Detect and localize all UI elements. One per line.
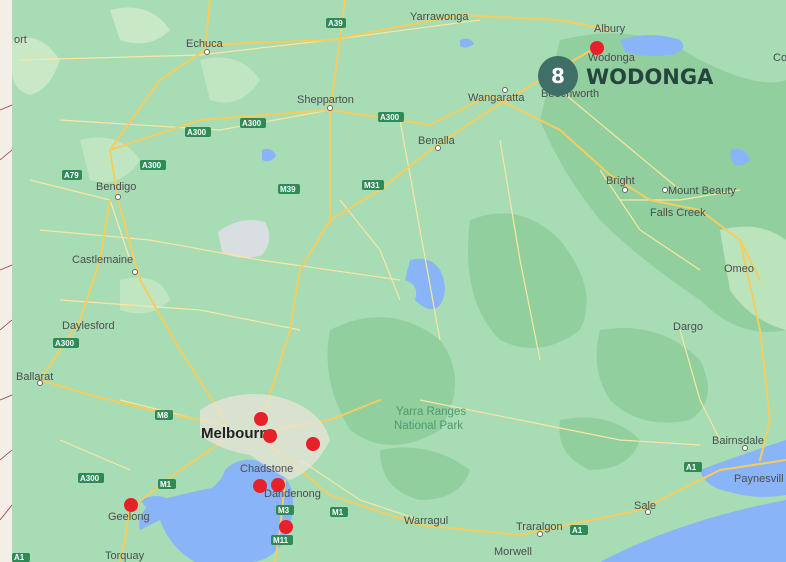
town-label-falls-creek: Falls Creek: [650, 207, 706, 219]
town-label-dargo: Dargo: [673, 321, 703, 333]
shield-a300-6: A300: [78, 473, 104, 483]
town-label-morwell: Morwell: [494, 546, 532, 558]
callout-number: 8: [551, 64, 565, 88]
town-label-echuca: Echuca: [186, 38, 224, 50]
callout-number-circle: [538, 56, 578, 96]
city-label-melbourne: Melbourne: [201, 425, 277, 442]
dry-lake: [218, 219, 270, 258]
town-dots: [37, 49, 748, 537]
callout-name: WODONGA: [586, 65, 714, 89]
shield-m31: M31: [362, 180, 384, 190]
town-label-wodonga: Wodonga: [588, 52, 636, 64]
marker-melbourne-4[interactable]: [253, 479, 267, 493]
svg-text:A300: A300: [380, 113, 400, 122]
marker-geelong[interactable]: [124, 498, 138, 512]
town-labels: ort Echuca Yarrawonga Albury Wodonga Co …: [14, 11, 786, 562]
town-label-mount-beauty: Mount Beauty: [668, 185, 736, 197]
marker-melbourne-1[interactable]: [254, 412, 268, 426]
svg-text:A300: A300: [55, 339, 75, 348]
location-markers: [124, 41, 604, 534]
marker-melbourne-2[interactable]: [263, 429, 277, 443]
svg-text:M1: M1: [160, 480, 172, 489]
town-label-albury: Albury: [594, 23, 626, 35]
shield-a1-b: A1: [570, 525, 588, 535]
town-label-co: Co: [773, 52, 786, 64]
town-label-wangaratta: Wangaratta: [468, 92, 525, 104]
shield-a79: A79: [62, 170, 82, 180]
town-label-paynesville: Paynesvill: [734, 473, 784, 485]
shield-a300-3: A300: [378, 112, 404, 122]
town-label-bright: Bright: [606, 175, 635, 187]
svg-text:M1: M1: [332, 508, 344, 517]
shield-a300-5: A300: [53, 338, 79, 348]
marker-melbourne-5[interactable]: [271, 478, 285, 492]
left-panel-strip: [0, 0, 12, 562]
town-label-torquay: Torquay: [105, 550, 145, 562]
svg-text:M8: M8: [157, 411, 169, 420]
shield-a300-1: A300: [185, 127, 211, 137]
minor-roads: [19, 19, 741, 521]
town-label-bendigo: Bendigo: [96, 181, 136, 193]
town-label-geelong: Geelong: [108, 511, 150, 523]
svg-text:A1: A1: [686, 463, 697, 472]
town-label-dandenong: Dandenong: [264, 488, 321, 500]
svg-text:A79: A79: [64, 171, 79, 180]
town-label-daylesford: Daylesford: [62, 320, 115, 332]
town-label-omeo: Omeo: [724, 263, 754, 275]
pale-land-patches: [80, 57, 786, 330]
shield-a1-a: A1: [684, 462, 702, 472]
svg-text:A300: A300: [80, 474, 100, 483]
svg-text:A300: A300: [187, 128, 207, 137]
town-label-benalla: Benalla: [418, 135, 456, 147]
road-shields: A39 A300 A300 A300 A300 A300 A300 A79 M3…: [12, 18, 702, 562]
shield-a39: A39: [326, 18, 346, 28]
wodonga-callout[interactable]: 8 WODONGA: [538, 56, 714, 96]
forest-areas: [12, 7, 786, 500]
marker-melbourne-3[interactable]: [306, 437, 320, 451]
svg-text:M39: M39: [280, 185, 296, 194]
shield-m39: M39: [278, 184, 300, 194]
shield-a300-4: A300: [140, 160, 166, 170]
svg-text:A1: A1: [14, 553, 25, 562]
shield-m11: M11: [271, 535, 293, 545]
shield-m1-b: M1: [330, 507, 348, 517]
town-label-chadstone: Chadstone: [240, 463, 293, 475]
svg-text:A300: A300: [142, 161, 162, 170]
svg-text:M31: M31: [364, 181, 380, 190]
marker-wodonga[interactable]: [590, 41, 604, 55]
svg-text:M11: M11: [273, 536, 289, 545]
town-label-yarrawonga: Yarrawonga: [410, 11, 469, 23]
town-label-warragul: Warragul: [404, 515, 448, 527]
shield-m3: M3: [276, 505, 294, 515]
town-label-port: ort: [14, 34, 27, 46]
park-label-line1: Yarra Ranges: [396, 406, 466, 418]
shield-m1-a: M1: [158, 479, 176, 489]
shield-m8: M8: [155, 410, 173, 420]
svg-text:M3: M3: [278, 506, 290, 515]
town-label-shepparton: Shepparton: [297, 94, 354, 106]
shield-a300-2: A300: [240, 118, 266, 128]
town-label-traralgon: Traralgon: [516, 521, 563, 533]
shield-a1-c: A1: [12, 553, 30, 562]
svg-text:A300: A300: [242, 119, 262, 128]
park-label-line2: National Park: [394, 420, 463, 432]
svg-text:A39: A39: [328, 19, 343, 28]
left-panel-lines: [0, 104, 13, 521]
town-label-sale: Sale: [634, 500, 656, 512]
town-label-ballarat: Ballarat: [16, 371, 53, 383]
marker-frankston[interactable]: [279, 520, 293, 534]
town-label-bairnsdale: Bairnsdale: [712, 435, 764, 447]
svg-text:A1: A1: [572, 526, 583, 535]
town-label-castlemaine: Castlemaine: [72, 254, 133, 266]
